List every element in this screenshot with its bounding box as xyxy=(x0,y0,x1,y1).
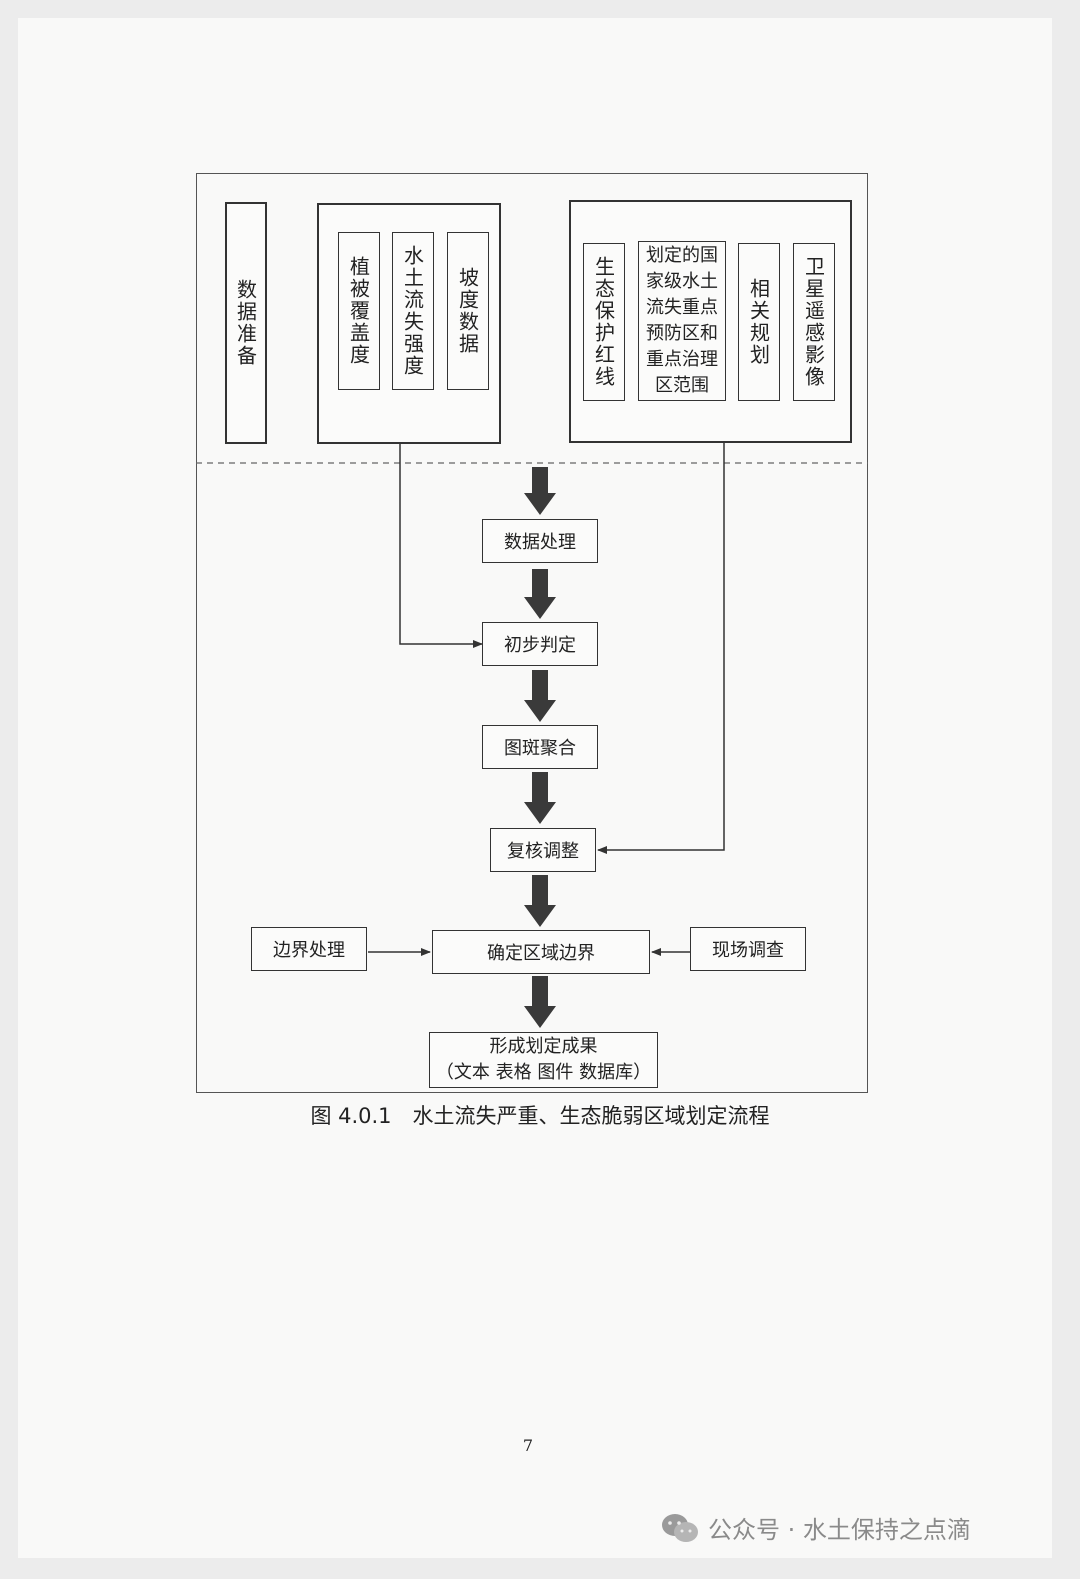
key-areas-line-5: 重点治理 xyxy=(646,349,718,370)
input-related-plans: 相关规划 xyxy=(738,243,780,401)
thick-arrow-1 xyxy=(524,467,556,515)
input-vegetation-coverage: 植被覆盖度 xyxy=(338,232,380,390)
thick-arrow-4 xyxy=(524,772,556,824)
thick-arrow-3 xyxy=(524,670,556,722)
flowchart-frame xyxy=(196,173,868,1093)
step-patch-aggregation: 图斑聚合 xyxy=(482,725,598,769)
key-areas-line-3: 流失重点 xyxy=(646,297,718,318)
thick-arrow-6 xyxy=(524,976,556,1028)
key-areas-line-1: 划定的国 xyxy=(646,245,718,266)
step-determine-boundary: 确定区域边界 xyxy=(432,930,650,974)
step-initial-judgment: 初步判定 xyxy=(482,622,598,666)
wechat-icon xyxy=(662,1513,698,1542)
step-boundary-processing: 边界处理 xyxy=(251,927,367,971)
step-review-adjust: 复核调整 xyxy=(490,828,596,872)
step-field-survey: 现场调查 xyxy=(690,927,806,971)
final-output-line-1: 形成划定成果 xyxy=(489,1036,598,1057)
input-ecological-redline: 生态保护红线 xyxy=(583,243,625,401)
input-erosion-intensity: 水土流失强度 xyxy=(392,232,434,390)
watermark: 公众号 · 水土保持之点滴 xyxy=(660,1510,971,1545)
connector-group2-to-review xyxy=(597,443,725,854)
step-final-output: 形成划定成果 （文本 表格 图件 数据库） xyxy=(429,1032,658,1088)
input-satellite-imagery: 卫星遥感影像 xyxy=(793,243,835,401)
input-key-areas: 划定的国 家级水土 流失重点 预防区和 重点治理 区范围 xyxy=(638,241,726,401)
input-slope-data: 坡度数据 xyxy=(447,232,489,390)
data-prep-label: 数据准备 xyxy=(225,202,267,444)
page-number: 7 xyxy=(522,1436,534,1455)
final-output-line-2: （文本 表格 图件 数据库） xyxy=(435,1062,652,1083)
thick-arrow-5 xyxy=(524,875,556,927)
figure-caption: 图 4.0.1 水土流失严重、生态脆弱区域划定流程 xyxy=(310,1104,770,1128)
watermark-text: 公众号 · 水土保持之点滴 xyxy=(708,1516,971,1544)
key-areas-line-2: 家级水土 xyxy=(646,271,718,292)
key-areas-line-6: 区范围 xyxy=(655,375,709,396)
thick-arrow-2 xyxy=(524,569,556,619)
key-areas-line-4: 预防区和 xyxy=(646,323,718,344)
step-data-processing: 数据处理 xyxy=(482,519,598,563)
connector-group1-to-initial xyxy=(399,443,483,648)
